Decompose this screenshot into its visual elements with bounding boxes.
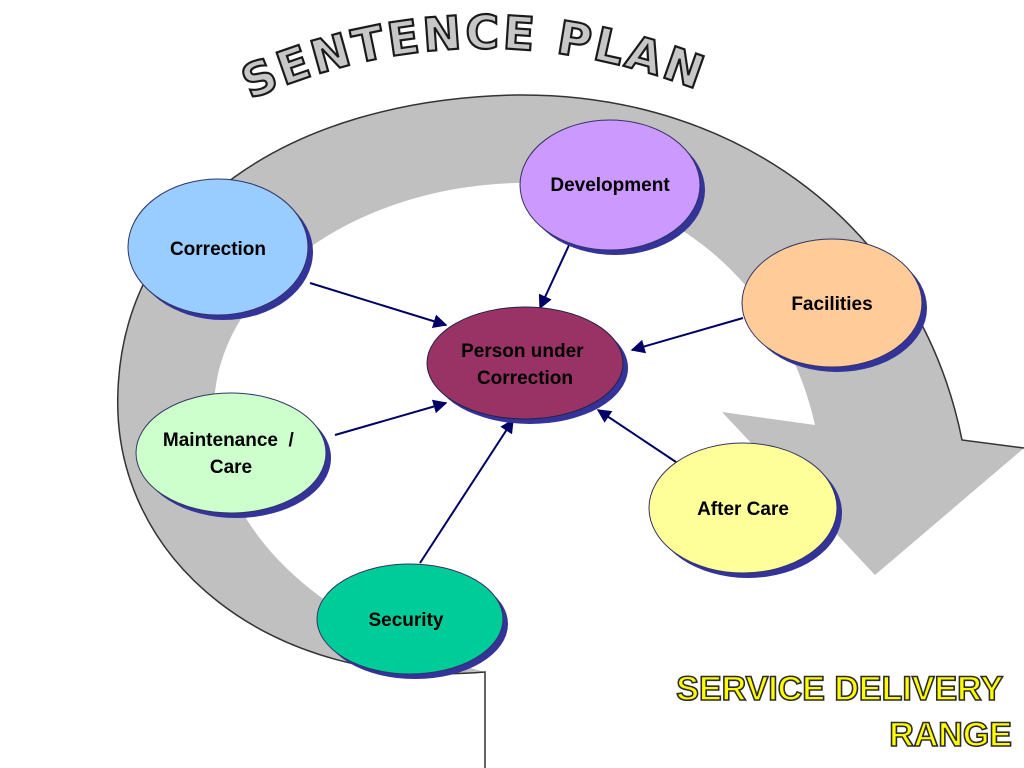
node-maintenance-shape [135,392,327,514]
node-correction-shape [127,178,309,316]
node-facilities: Facilities [741,238,927,372]
node-security-shape [316,563,504,675]
node-development-shape [519,119,701,251]
connector-arrows [309,242,744,564]
node-aftercare: After Care [648,442,842,578]
arrow-security-to-center [419,418,514,564]
node-development-label: Development [550,175,670,196]
arrow-correction-to-center [309,282,448,328]
footer-title-line1: SERVICE DELIVERY [676,670,1003,708]
node-center: Person under Correction [426,306,628,424]
node-maintenance-label-line1: Maintenance / [163,430,295,451]
node-correction-label: Correction [170,239,266,260]
footer-title-line2: RANGE [889,716,1012,754]
arrow-maintenance-to-center [334,399,448,436]
node-aftercare-label: After Care [697,499,789,520]
node-development: Development [519,119,705,255]
arrow-aftercare-to-center [596,409,677,463]
node-maintenance-label: Maintenance / Care [163,430,299,478]
node-center-label: Person under Correction [461,341,589,389]
footer-title: SERVICE DELIVERY RANGE [676,670,1012,754]
cycle-arrow-band-outline [117,94,1024,768]
node-facilities-label: Facilities [791,294,872,315]
node-security-label: Security [369,610,444,631]
node-correction: Correction [127,178,313,320]
node-aftercare-shape [648,442,838,574]
node-center-label-line1: Person under [461,341,584,362]
arrow-development-to-center [538,242,571,310]
node-maintenance-label-line2: Care [210,457,252,478]
node-facilities-shape [741,238,923,368]
arrow-facilities-to-center [630,317,744,354]
node-center-shape [426,306,624,420]
node-maintenance: Maintenance / Care [135,392,331,518]
arc-title: SENTENCE PLAN [234,5,714,109]
node-center-label-line2: Correction [477,368,573,389]
node-security: Security [316,563,508,679]
